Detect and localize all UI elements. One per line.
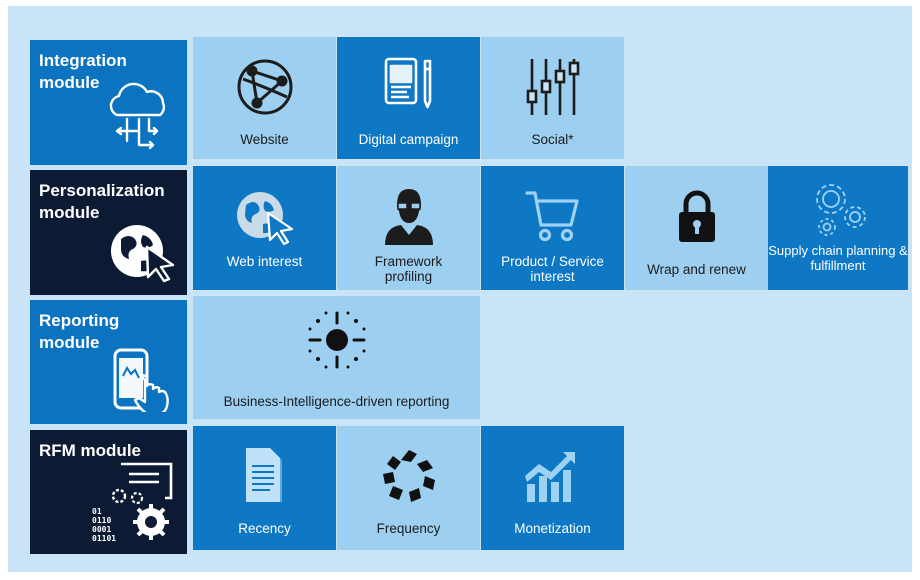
integration-module-label: Integration module [30, 40, 187, 165]
tablet-pen-icon [383, 53, 435, 121]
person-icon [381, 182, 437, 250]
personalization-module-label: Personalization module [30, 170, 187, 295]
tile-supply-chain-label: Supply chain planning & fulfillment [768, 243, 908, 273]
cloud-network-icon [103, 79, 173, 157]
phone-touch-icon [111, 346, 175, 418]
tile-digital-campaign: Digital campaign [337, 37, 480, 159]
network-node-icon [302, 306, 372, 374]
binary-text: 01 0110 0001 01101 [92, 507, 116, 543]
tile-website-label: Website [240, 132, 289, 147]
tile-frequency: Frequency [337, 426, 480, 550]
tile-website: Website [193, 37, 336, 159]
globe-icon [235, 53, 295, 121]
cart-icon [523, 182, 583, 250]
reporting-module-title: Reporting module [39, 311, 120, 352]
sliders-icon [524, 53, 582, 121]
globe-cursor-icon [107, 217, 177, 289]
tile-product-service-interest: Product / Service interest [481, 166, 624, 290]
rfm-module-label: RFM module 01 0110 0001 01101 [30, 430, 187, 554]
binary-line: 01101 [92, 534, 117, 543]
tile-monetization-label: Monetization [514, 521, 591, 536]
tile-digital-campaign-label: Digital campaign [358, 132, 459, 147]
tile-supply-chain: Supply chain planning & fulfillment [768, 166, 908, 290]
tile-social-label: Social* [531, 132, 574, 147]
tile-product-service-interest-label: Product / Service interest [501, 254, 604, 284]
tile-recency-label: Recency [238, 521, 291, 536]
globe-cursor-icon [234, 182, 296, 250]
binary-line: 01 [92, 507, 102, 516]
tile-recency: Recency [193, 426, 336, 550]
tile-web-interest: Web interest [193, 166, 336, 290]
tile-web-interest-label: Web interest [226, 254, 303, 269]
tile-wrap-and-renew: Wrap and renew [625, 166, 768, 290]
gears-icon [803, 174, 873, 242]
tile-framework-profiling-label: Framework profiling [374, 254, 443, 284]
lock-icon [675, 182, 719, 250]
binary-line: 0110 [92, 516, 112, 525]
rfm-module-title: RFM module [39, 441, 141, 460]
tile-framework-profiling: Framework profiling [337, 166, 480, 290]
binary-gears-icon [107, 460, 175, 548]
tile-bi-reporting: Business-Intelligence-driven reporting [193, 296, 480, 419]
tile-bi-reporting-label: Business-Intelligence-driven reporting [223, 394, 450, 409]
cycle-arrows-icon [379, 442, 439, 510]
tile-wrap-and-renew-label: Wrap and renew [647, 262, 746, 277]
reporting-module-label: Reporting module [30, 300, 187, 424]
growth-chart-icon [523, 442, 583, 510]
binary-line: 0001 [92, 525, 112, 534]
tile-monetization: Monetization [481, 426, 624, 550]
tile-social: Social* [481, 37, 624, 159]
personalization-module-title: Personalization module [39, 181, 165, 222]
integration-module-title: Integration module [39, 51, 127, 92]
tile-frequency-label: Frequency [376, 521, 441, 536]
document-icon [240, 442, 290, 510]
